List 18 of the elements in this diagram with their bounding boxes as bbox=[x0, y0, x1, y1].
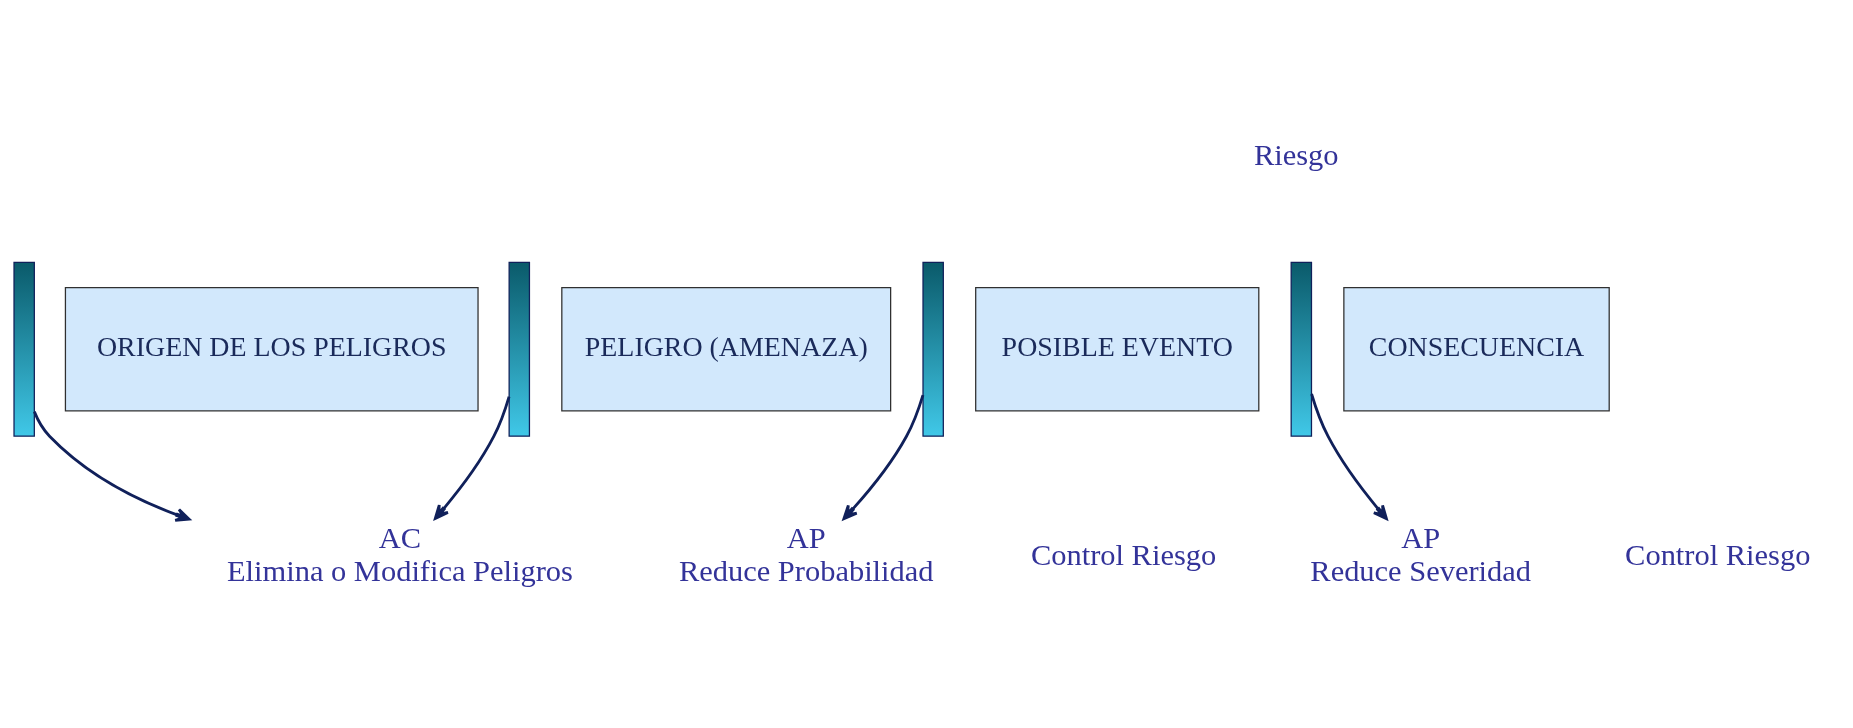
arrow bbox=[1310, 393, 1388, 520]
node-box: POSIBLE EVENTO bbox=[975, 286, 1260, 411]
label: Control Riesgo bbox=[1030, 537, 1217, 572]
node-text: AC Elimina o Modifica Peligros bbox=[226, 520, 573, 588]
node-bar bbox=[922, 261, 944, 437]
node-bar bbox=[13, 261, 35, 437]
node-box: ORIGEN DE LOS PELIGROS bbox=[64, 286, 479, 411]
arrow bbox=[842, 394, 925, 520]
node-box: PELIGRO (AMENAZA) bbox=[561, 286, 892, 411]
arrow bbox=[433, 395, 511, 520]
label: Riesgo bbox=[1253, 137, 1339, 172]
node-text: AP Reduce Probabilidad bbox=[678, 520, 934, 588]
arrow bbox=[33, 410, 191, 522]
node-text: AP Reduce Severidad bbox=[1310, 520, 1532, 588]
label: Control Riesgo bbox=[1625, 537, 1811, 572]
node-bar bbox=[1290, 261, 1313, 437]
node-bar bbox=[508, 261, 531, 437]
node-box: CONSECUENCIA bbox=[1343, 286, 1610, 411]
